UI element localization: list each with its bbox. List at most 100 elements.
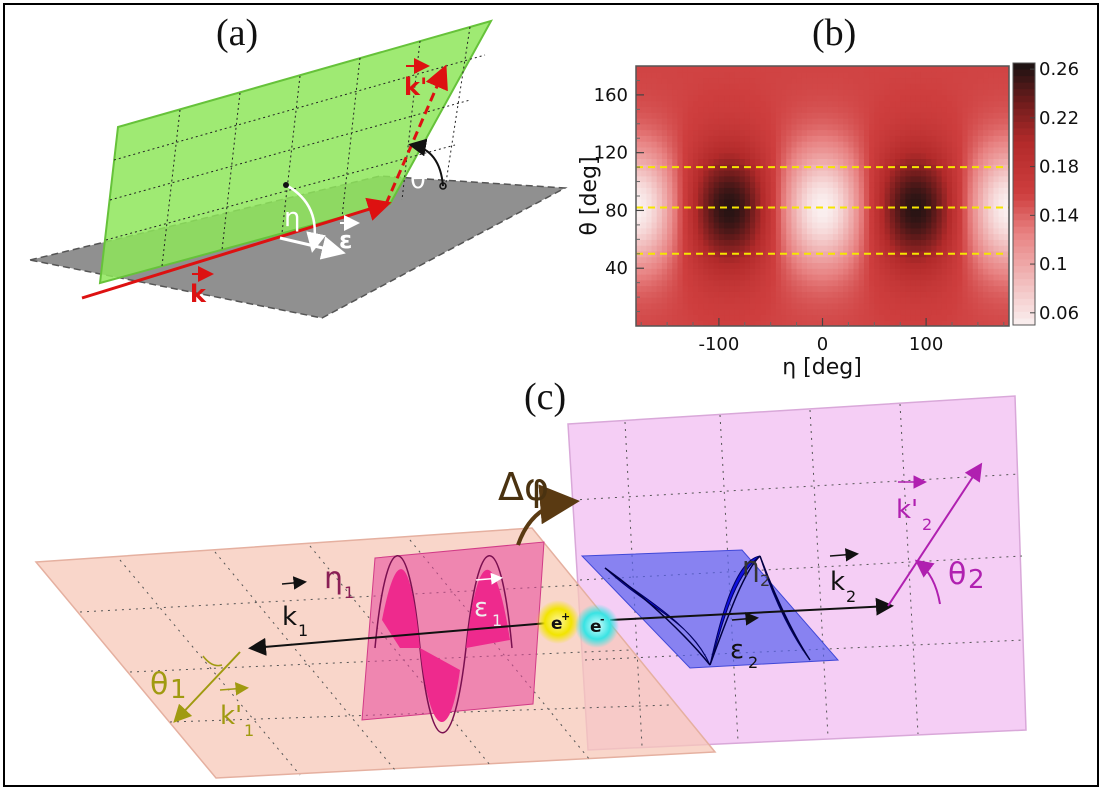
heatmap-cell [869,170,875,177]
heatmap-cell [972,274,979,281]
heatmap-cell [703,297,710,304]
heatmap-cell [734,245,741,252]
heatmap-cell [915,198,922,206]
heatmap-cell [781,274,787,281]
heatmap-cell [977,297,984,304]
heatmap-cell [822,112,829,119]
heatmap-cell [636,262,642,269]
heatmap-cell [781,100,787,108]
heatmap-cell [915,302,922,310]
heatmap-cell [656,245,663,252]
heatmap-cell [739,175,746,183]
heatmap-cell [988,227,995,235]
heatmap-cell [926,210,932,217]
heatmap-cell [646,227,653,235]
heatmap-cell [977,89,984,96]
heatmap-cell [988,164,995,171]
heatmap-cell [801,193,808,200]
eps1-subscript: 1 [492,611,502,630]
heatmap-cell [977,204,984,212]
heatmap-cell [739,152,746,160]
heatmap-cell [817,170,824,177]
heatmap-cell [957,187,963,194]
heatmap-cell [946,106,953,113]
heatmap-cell [874,175,881,183]
heatmap-cell [869,297,875,304]
heatmap-cell [998,123,1005,131]
heatmap-cell [703,141,710,148]
heatmap-cell [874,118,881,125]
heatmap-cell [687,233,694,240]
heatmap-cell [931,66,938,73]
heatmap-cell [822,204,829,212]
heatmap-cell [858,227,865,235]
heatmap-cell [838,181,844,188]
heatmap-cell [926,129,932,136]
heatmap-cell [760,135,767,142]
heatmap-cell [724,123,730,131]
heatmap-cell [946,152,953,160]
heatmap-cell [843,187,850,194]
heatmap-cell [682,291,689,298]
heatmap-cell [874,66,881,73]
heatmap-cell [998,297,1005,304]
heatmap-cell [853,285,860,292]
heatmap-cell [677,279,684,287]
heatmap-cell [801,216,808,223]
heatmap-cell [739,89,746,96]
heatmap-cell [781,285,787,292]
heatmap-cell [698,297,704,304]
heatmap-cell [1003,262,1009,269]
heatmap-cell [656,112,663,119]
heatmap-cell [905,274,912,281]
heatmap-cell [791,129,798,136]
heatmap-cell [998,170,1005,177]
heatmap-cell [853,170,860,177]
heatmap-cell [749,118,756,125]
heatmap-cell [967,297,974,304]
heatmap-cell [760,123,767,131]
heatmap-cell [667,216,673,223]
heatmap-cell [724,106,730,113]
heatmap-cell [677,204,684,212]
heatmap-cell [827,256,834,264]
heatmap-cell [1003,71,1009,79]
heatmap-cell [739,123,746,131]
heatmap-cell [781,245,787,252]
heatmap-cell [936,268,943,275]
heatmap-cell [920,268,927,275]
heatmap-cell [661,314,668,321]
heatmap-cell [641,233,647,240]
heatmap-cell [806,141,813,148]
heatmap-cell [879,308,886,316]
heatmap-cell [874,239,881,246]
heatmap-cell [646,77,653,84]
heatmap-cell [926,66,932,73]
heatmap-cell [962,274,969,281]
heatmap-cell [884,245,891,252]
heatmap-cell [926,187,932,194]
heatmap-cell [687,71,694,79]
heatmap-cell [931,112,938,119]
heatmap-cell [770,77,777,84]
heatmap-cell [791,71,798,79]
heatmap-cell [952,314,958,321]
heatmap-cell [998,89,1005,96]
heatmap-cell [884,204,891,212]
heatmap-cell [993,216,1000,223]
k2-prime-label: k' [896,495,918,525]
heatmap-cell [651,170,658,177]
heatmap-cell [900,198,906,206]
heatmap-cell [796,227,803,235]
heatmap-cell [832,141,839,148]
heatmap-cell [895,164,901,171]
heatmap-cell [636,187,642,194]
heatmap-cell [755,256,761,264]
heatmap-cell [967,112,974,119]
heatmap-cell [749,181,756,188]
heatmap-cell [962,198,969,206]
heatmap-cell [661,297,668,304]
heatmap-cell [801,77,808,84]
heatmap-cell [672,152,679,160]
heatmap-cell [812,170,818,177]
